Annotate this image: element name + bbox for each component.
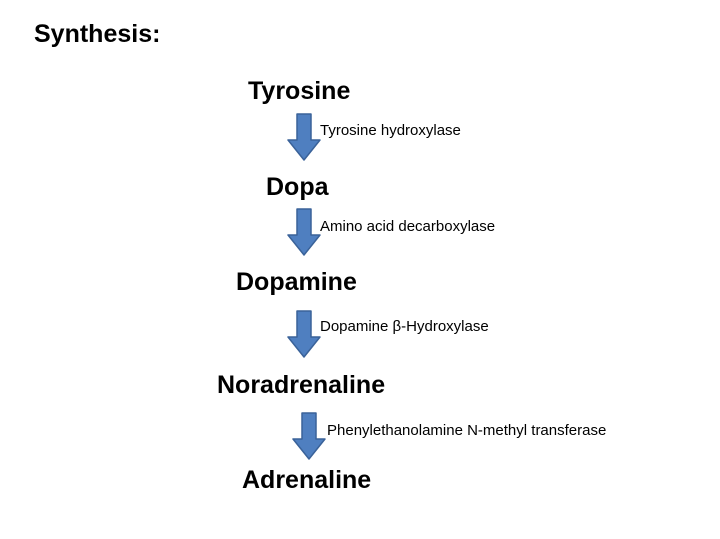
enzyme-label-tyrosine-hydroxylase: Tyrosine hydroxylase xyxy=(320,122,461,139)
compound-noradrenaline: Noradrenaline xyxy=(217,371,386,399)
down-arrow-icon xyxy=(287,310,321,358)
down-arrow-icon xyxy=(292,412,326,460)
enzyme-label-dopamine-beta-hydroxylase: Dopamine β-Hydroxylase xyxy=(320,318,489,335)
synthesis-heading: Synthesis: xyxy=(34,20,161,48)
enzyme-label-pnmt: Phenylethanolamine N-methyl transferase xyxy=(327,422,607,439)
down-arrow-icon xyxy=(287,208,321,256)
compound-adrenaline: Adrenaline xyxy=(242,466,372,494)
down-arrow-icon xyxy=(287,113,321,161)
compound-tyrosine: Tyrosine xyxy=(248,77,351,105)
enzyme-label-amino-acid-decarboxylase: Amino acid decarboxylase xyxy=(320,218,496,235)
compound-dopamine: Dopamine xyxy=(236,268,357,296)
compound-dopa: Dopa xyxy=(266,173,329,201)
